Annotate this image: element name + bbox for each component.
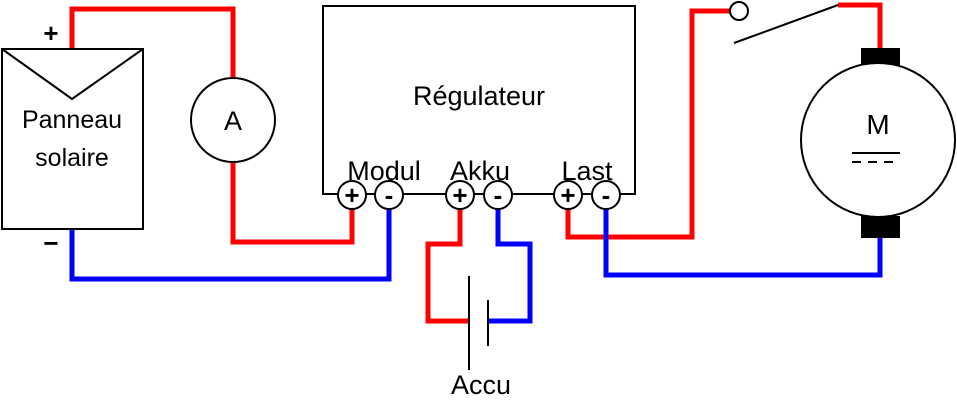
wire-panel-minus-to-modul-minus (69, 208, 392, 282)
solar-panel: Panneau solaire + − (1, 18, 144, 258)
battery-label: Accu (451, 370, 511, 400)
wire-switch-to-motor (838, 2, 883, 50)
wire-akku-minus-to-battery (488, 208, 533, 324)
wire-ammeter-to-modul-plus (230, 163, 355, 245)
terminal-akku-plus: + (445, 180, 475, 210)
solar-panel-box (1, 48, 144, 230)
motor-circle (800, 62, 956, 218)
terminal-sign: - (602, 180, 611, 210)
motor-brush-top (861, 48, 900, 65)
solar-panel-minus-sign: − (43, 228, 58, 258)
battery: Accu (451, 276, 511, 400)
wire-panel-plus-to-ammeter (69, 6, 236, 77)
switch (729, 1, 839, 44)
ammeter-circle (190, 77, 276, 163)
solar-panel-label-line1: Panneau (22, 106, 122, 134)
solar-panel-symbol (1, 48, 144, 101)
motor-brush-bottom (861, 216, 900, 238)
motor-label: M (866, 109, 889, 140)
terminal-modul-minus: - (374, 180, 404, 210)
switch-lever (733, 4, 839, 44)
ammeter-label: A (224, 106, 242, 136)
wire-last-minus-to-motor (603, 208, 883, 278)
terminal-last-plus: + (553, 180, 583, 210)
terminal-akku-minus: - (483, 180, 513, 210)
terminal-last-minus: - (591, 180, 621, 210)
terminal-sign: + (452, 180, 467, 210)
wire-last-plus-to-switch (565, 8, 730, 240)
terminal-sign: + (560, 180, 575, 210)
terminal-sign: + (344, 180, 359, 210)
regulator: Régulateur Modul Akku Last + - + - + - (322, 5, 636, 210)
regulator-title: Régulateur (413, 81, 545, 111)
motor: M (800, 48, 956, 238)
terminal-modul-plus: + (337, 180, 367, 210)
terminal-sign: - (385, 180, 394, 210)
wire-akku-plus-to-battery (425, 208, 469, 324)
terminal-sign: - (494, 180, 503, 210)
switch-contact (729, 1, 749, 21)
ammeter: A (190, 77, 276, 163)
solar-panel-plus-sign: + (43, 18, 58, 48)
regulator-box (322, 5, 636, 195)
solar-panel-label-line2: solaire (35, 144, 109, 172)
